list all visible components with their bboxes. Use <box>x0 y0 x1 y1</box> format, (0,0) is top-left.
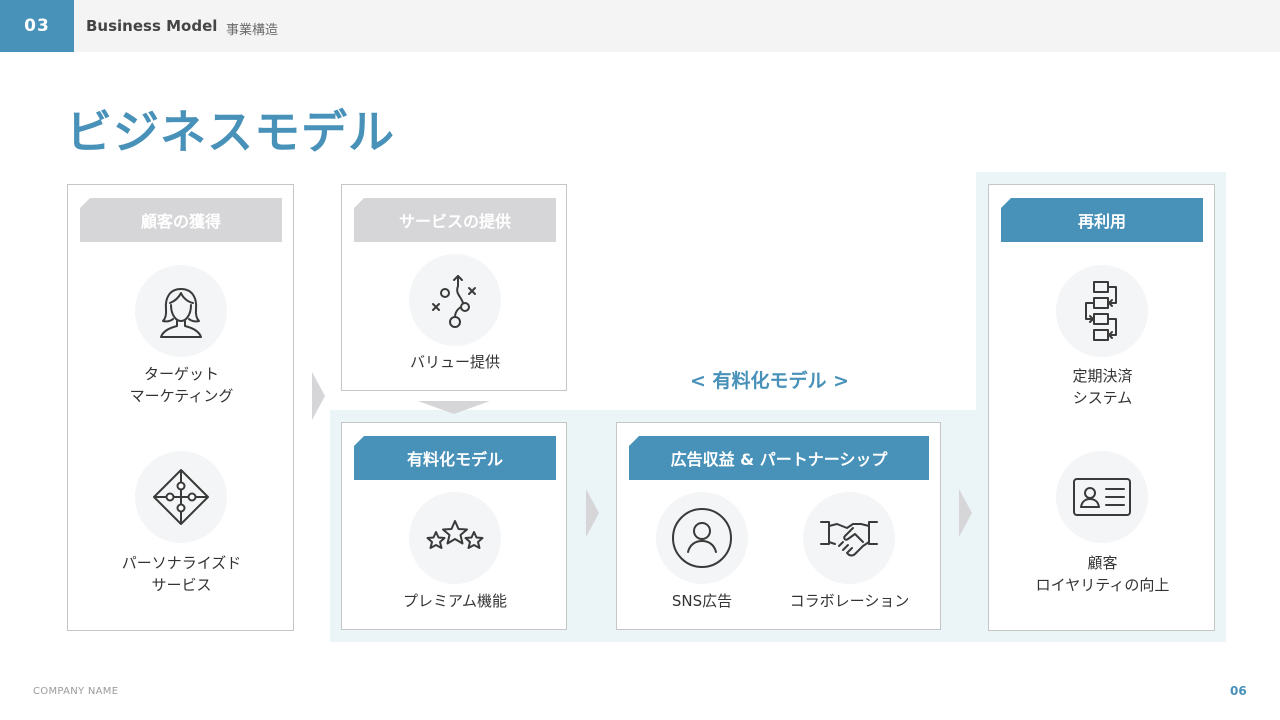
arrow-right-icon <box>586 489 599 537</box>
item-label-customer-loyalty: 顧客 ロイヤリティの向上 <box>1035 554 1170 594</box>
banner-notch <box>629 436 639 446</box>
banner-notch <box>1001 198 1011 208</box>
arrow-right-icon <box>312 372 325 420</box>
banner-notch <box>354 436 364 446</box>
user-circle-icon <box>656 492 748 584</box>
card-banner: 再利用 <box>1001 198 1203 242</box>
id-card-icon <box>1056 451 1148 543</box>
card-customer-acquisition: 顧客の獲得 ターゲット マーケティング パーソナライズド サービス <box>67 184 294 631</box>
arrow-right-icon <box>959 489 972 537</box>
item-label-value-provision: バリュー提供 <box>409 353 500 371</box>
item-label-subscription-system: 定期決済 システム <box>1072 367 1133 407</box>
header-bar <box>0 0 1280 52</box>
strategy-icon <box>409 254 501 346</box>
card-banner: 広告収益 & パートナーシップ <box>629 436 929 480</box>
card-service-provision: サービスの提供 バリュー提供 <box>341 184 567 391</box>
puzzle-icon <box>135 451 227 543</box>
item-label-target-marketing: ターゲット マーケティング <box>129 365 234 405</box>
card-banner: 顧客の獲得 <box>80 198 282 242</box>
item-label-personalized-service: パーソナライズド サービス <box>121 554 242 594</box>
card-ads-partnership: 広告収益 & パートナーシップ SNS広告 コラボレーション <box>616 422 941 630</box>
arrow-down-icon <box>418 401 490 414</box>
section-number: 03 <box>0 0 74 52</box>
stars-icon <box>409 492 501 584</box>
paid-model-label: < 有料化モデル > <box>690 370 850 392</box>
banner-notch <box>354 198 364 208</box>
item-label-sns-ads: SNS広告 <box>671 592 733 610</box>
item-label-premium-features: プレミアム機能 <box>403 592 507 610</box>
header-subtitle: 事業構造 <box>226 23 279 38</box>
item-label-collaboration: コラボレーション <box>789 592 910 610</box>
woman-icon <box>135 265 227 357</box>
banner-notch <box>80 198 90 208</box>
page-number: 06 <box>1230 684 1247 698</box>
header-title: Business Model <box>86 17 218 35</box>
footer-company: COMPANY NAME <box>33 686 119 697</box>
handshake-icon <box>803 492 895 584</box>
page-title: ビジネスモデル <box>66 105 395 159</box>
flowchart-icon <box>1056 265 1148 357</box>
card-reuse: 再利用 定期決済 システム 顧客 ロイヤリティの向上 <box>988 184 1215 631</box>
card-banner: サービスの提供 <box>354 198 556 242</box>
card-paid-model: 有料化モデル プレミアム機能 <box>341 422 567 630</box>
card-banner: 有料化モデル <box>354 436 556 480</box>
